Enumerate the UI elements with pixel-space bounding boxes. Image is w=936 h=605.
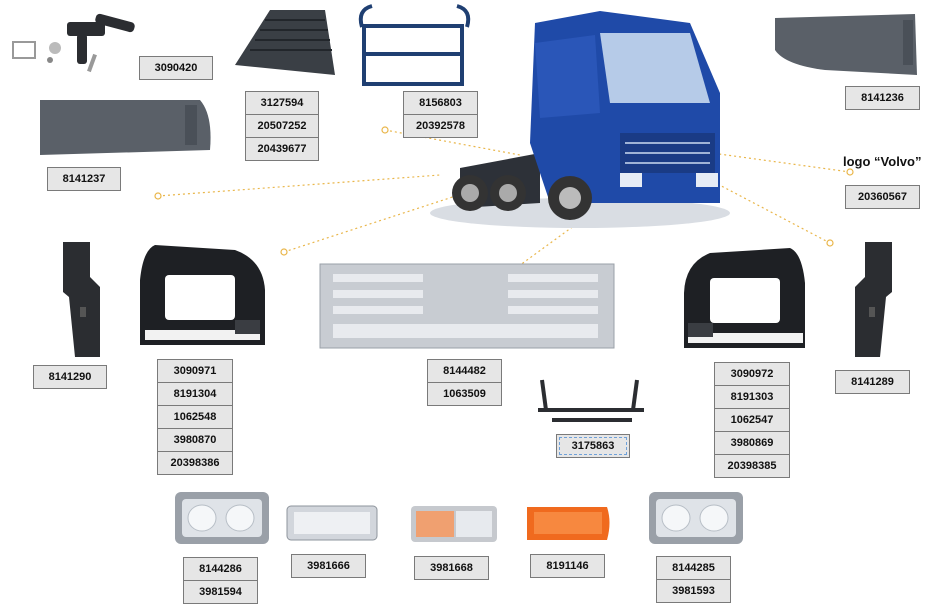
part-number: 8191304 [157,382,233,406]
step-frame-image [358,4,471,86]
part-number: 3980869 [714,431,790,455]
fender-right-labels: 8141236 [845,86,920,110]
part-number: 3127594 [245,91,319,115]
indicator-orange-labels: 8191146 [530,554,605,578]
truck-cab-image [430,11,730,228]
logo-labels: 20360567 [845,185,920,209]
part-number: 3981593 [656,579,731,603]
grille-labels: 8144482 1063509 [427,359,502,406]
fender-left-labels: 8141237 [47,167,121,191]
part-number: 3981666 [291,554,366,578]
grille-bracket-image [538,379,644,422]
headlamp-frame-right-image [684,248,805,348]
headlamp-left-labels: 8144286 3981594 [183,557,258,604]
part-number: 20360567 [845,185,920,209]
indicator-clear-image [411,506,497,542]
part-number: 3090972 [714,362,790,386]
part-number: 20392578 [403,114,478,138]
headlamp-right-labels: 8144285 3981593 [656,556,731,603]
grille-bracket-labels: 3175863 [556,434,630,458]
bracket-right-labels: 8141289 [835,370,910,394]
part-number: 3981668 [414,556,489,580]
part-number: 3175863 [556,434,630,458]
headlamp-left-image [175,492,269,544]
part-number: 3981594 [183,580,258,604]
part-number: 3980870 [157,428,233,452]
part-number: 8144482 [427,359,502,383]
part-number: 8141290 [33,365,107,389]
part-number: 20439677 [245,137,319,161]
part-number: 1062547 [714,408,790,432]
part-number: 8144286 [183,557,258,581]
step-cover-image [235,10,335,75]
hitch-kit-image [12,13,135,73]
part-number: 3090971 [157,359,233,383]
part-number: 8141237 [47,167,121,191]
part-number: 8144285 [656,556,731,580]
part-number: 20398386 [157,451,233,475]
fog-lamp-labels: 3981666 [291,554,366,578]
hitch-kit-labels: 3090420 [139,56,213,80]
part-number: 20507252 [245,114,319,138]
indicator-orange-image [527,507,610,540]
part-number: 8191146 [530,554,605,578]
grille-image [319,263,615,349]
part-number: 20398385 [714,454,790,478]
headlamp-frame-right-labels: 3090972 8191303 1062547 3980869 20398385 [714,362,790,478]
headlamp-right-image [649,492,743,544]
part-number: 8141289 [835,370,910,394]
bracket-left-labels: 8141290 [33,365,107,389]
part-number: 1062548 [157,405,233,429]
fender-right-image [775,14,917,75]
part-number: 3090420 [139,56,213,80]
fender-left-image [40,100,211,155]
bracket-right-image [855,242,892,357]
part-number: 8191303 [714,385,790,409]
step-frame-labels: 8156803 20392578 [403,91,478,138]
fog-lamp-image [286,505,378,541]
logo-caption: logo “Volvo” [843,154,922,169]
headlamp-frame-left-labels: 3090971 8191304 1062548 3980870 20398386 [157,359,233,475]
part-number: 1063509 [427,382,502,406]
indicator-clear-labels: 3981668 [414,556,489,580]
part-number: 8156803 [403,91,478,115]
bracket-left-image [63,242,100,357]
headlamp-frame-left-image [140,245,265,345]
step-cover-labels: 3127594 20507252 20439677 [245,91,319,161]
part-number: 8141236 [845,86,920,110]
